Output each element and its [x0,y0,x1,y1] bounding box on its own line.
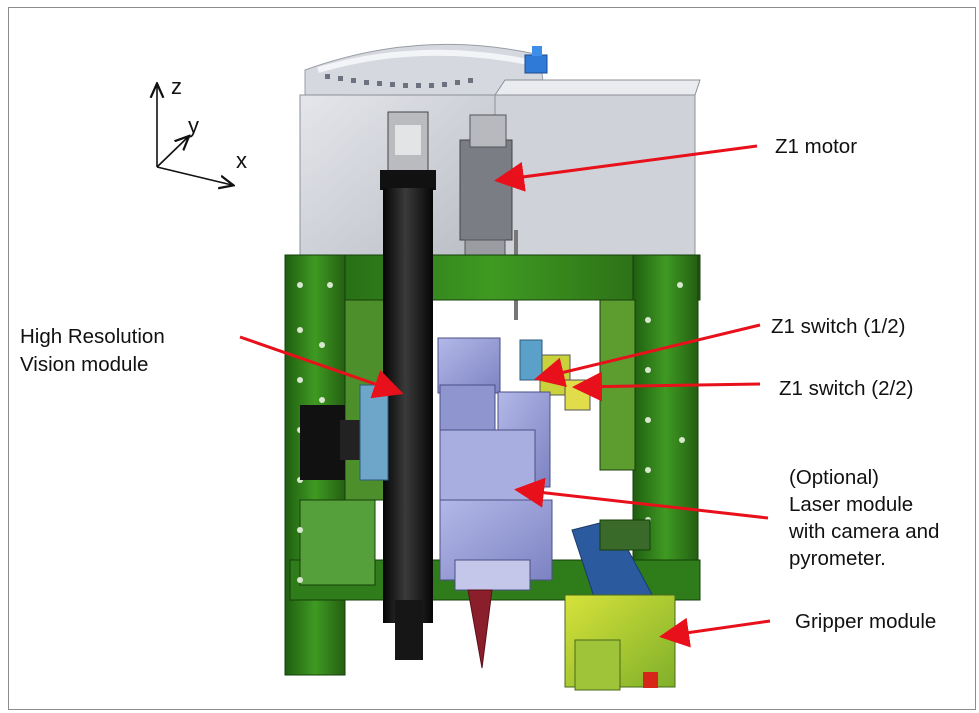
axis-triad [157,85,232,185]
axis-x-label: x [236,148,247,173]
laser-module [437,337,553,669]
label-z1-switch-1: Z1 switch (1/2) [771,315,906,338]
label-laser-line2: Laser module [789,493,914,516]
axis-y-label: y [188,113,199,138]
label-laser-line3: with camera and [789,520,940,543]
label-gripper-module: Gripper module [795,610,937,633]
label-vision-line1: High Resolution [20,325,165,348]
callout-arrows [239,144,771,648]
label-laser-line1: (Optional) [789,466,880,489]
label-z1-motor: Z1 motor [775,135,858,158]
back-plate [299,79,701,279]
label-z1-switch-2: Z1 switch (2/2) [779,377,914,400]
vision-module [300,111,436,660]
gripper-module [564,519,676,691]
label-laser-line4: pyrometer. [789,547,886,570]
axis-z-label: z [171,74,182,99]
top-enclosure [304,43,548,111]
label-vision-line2: Vision module [20,353,149,376]
